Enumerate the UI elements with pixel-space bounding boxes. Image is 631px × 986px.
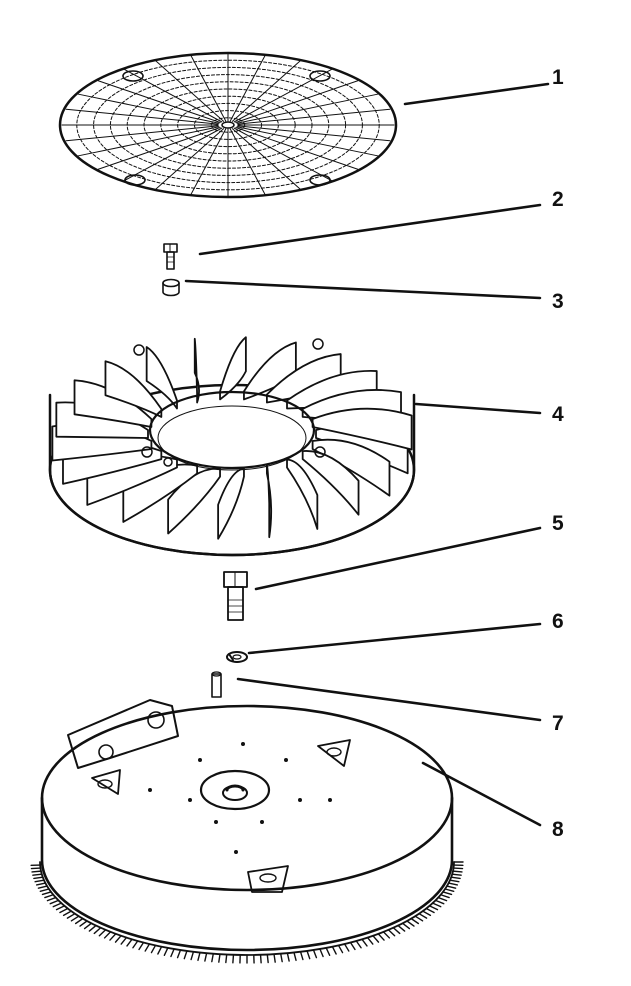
- callout-numbers: 1 2 3 4 5 6 7 8: [552, 66, 564, 841]
- large-bolt-part: [223, 571, 248, 621]
- callout-1: 1: [552, 66, 564, 89]
- callout-7: 7: [552, 712, 564, 735]
- washer-part: [226, 651, 248, 663]
- small-bolt-part: [163, 243, 178, 270]
- callout-2: 2: [552, 188, 564, 211]
- fan-part: [48, 336, 416, 557]
- callout-8: 8: [552, 818, 564, 841]
- pin-part: [211, 671, 222, 698]
- small-spacer-part: [162, 278, 180, 297]
- screen-part: [58, 51, 398, 199]
- callout-4: 4: [552, 403, 564, 426]
- leader-lines: [184, 82, 550, 827]
- flywheel-part: [30, 699, 464, 964]
- callout-5: 5: [552, 512, 564, 535]
- callout-6: 6: [552, 610, 564, 633]
- callout-3: 3: [552, 290, 564, 313]
- fan-bosses: [133, 338, 326, 467]
- screen-mounting-holes: [122, 70, 331, 186]
